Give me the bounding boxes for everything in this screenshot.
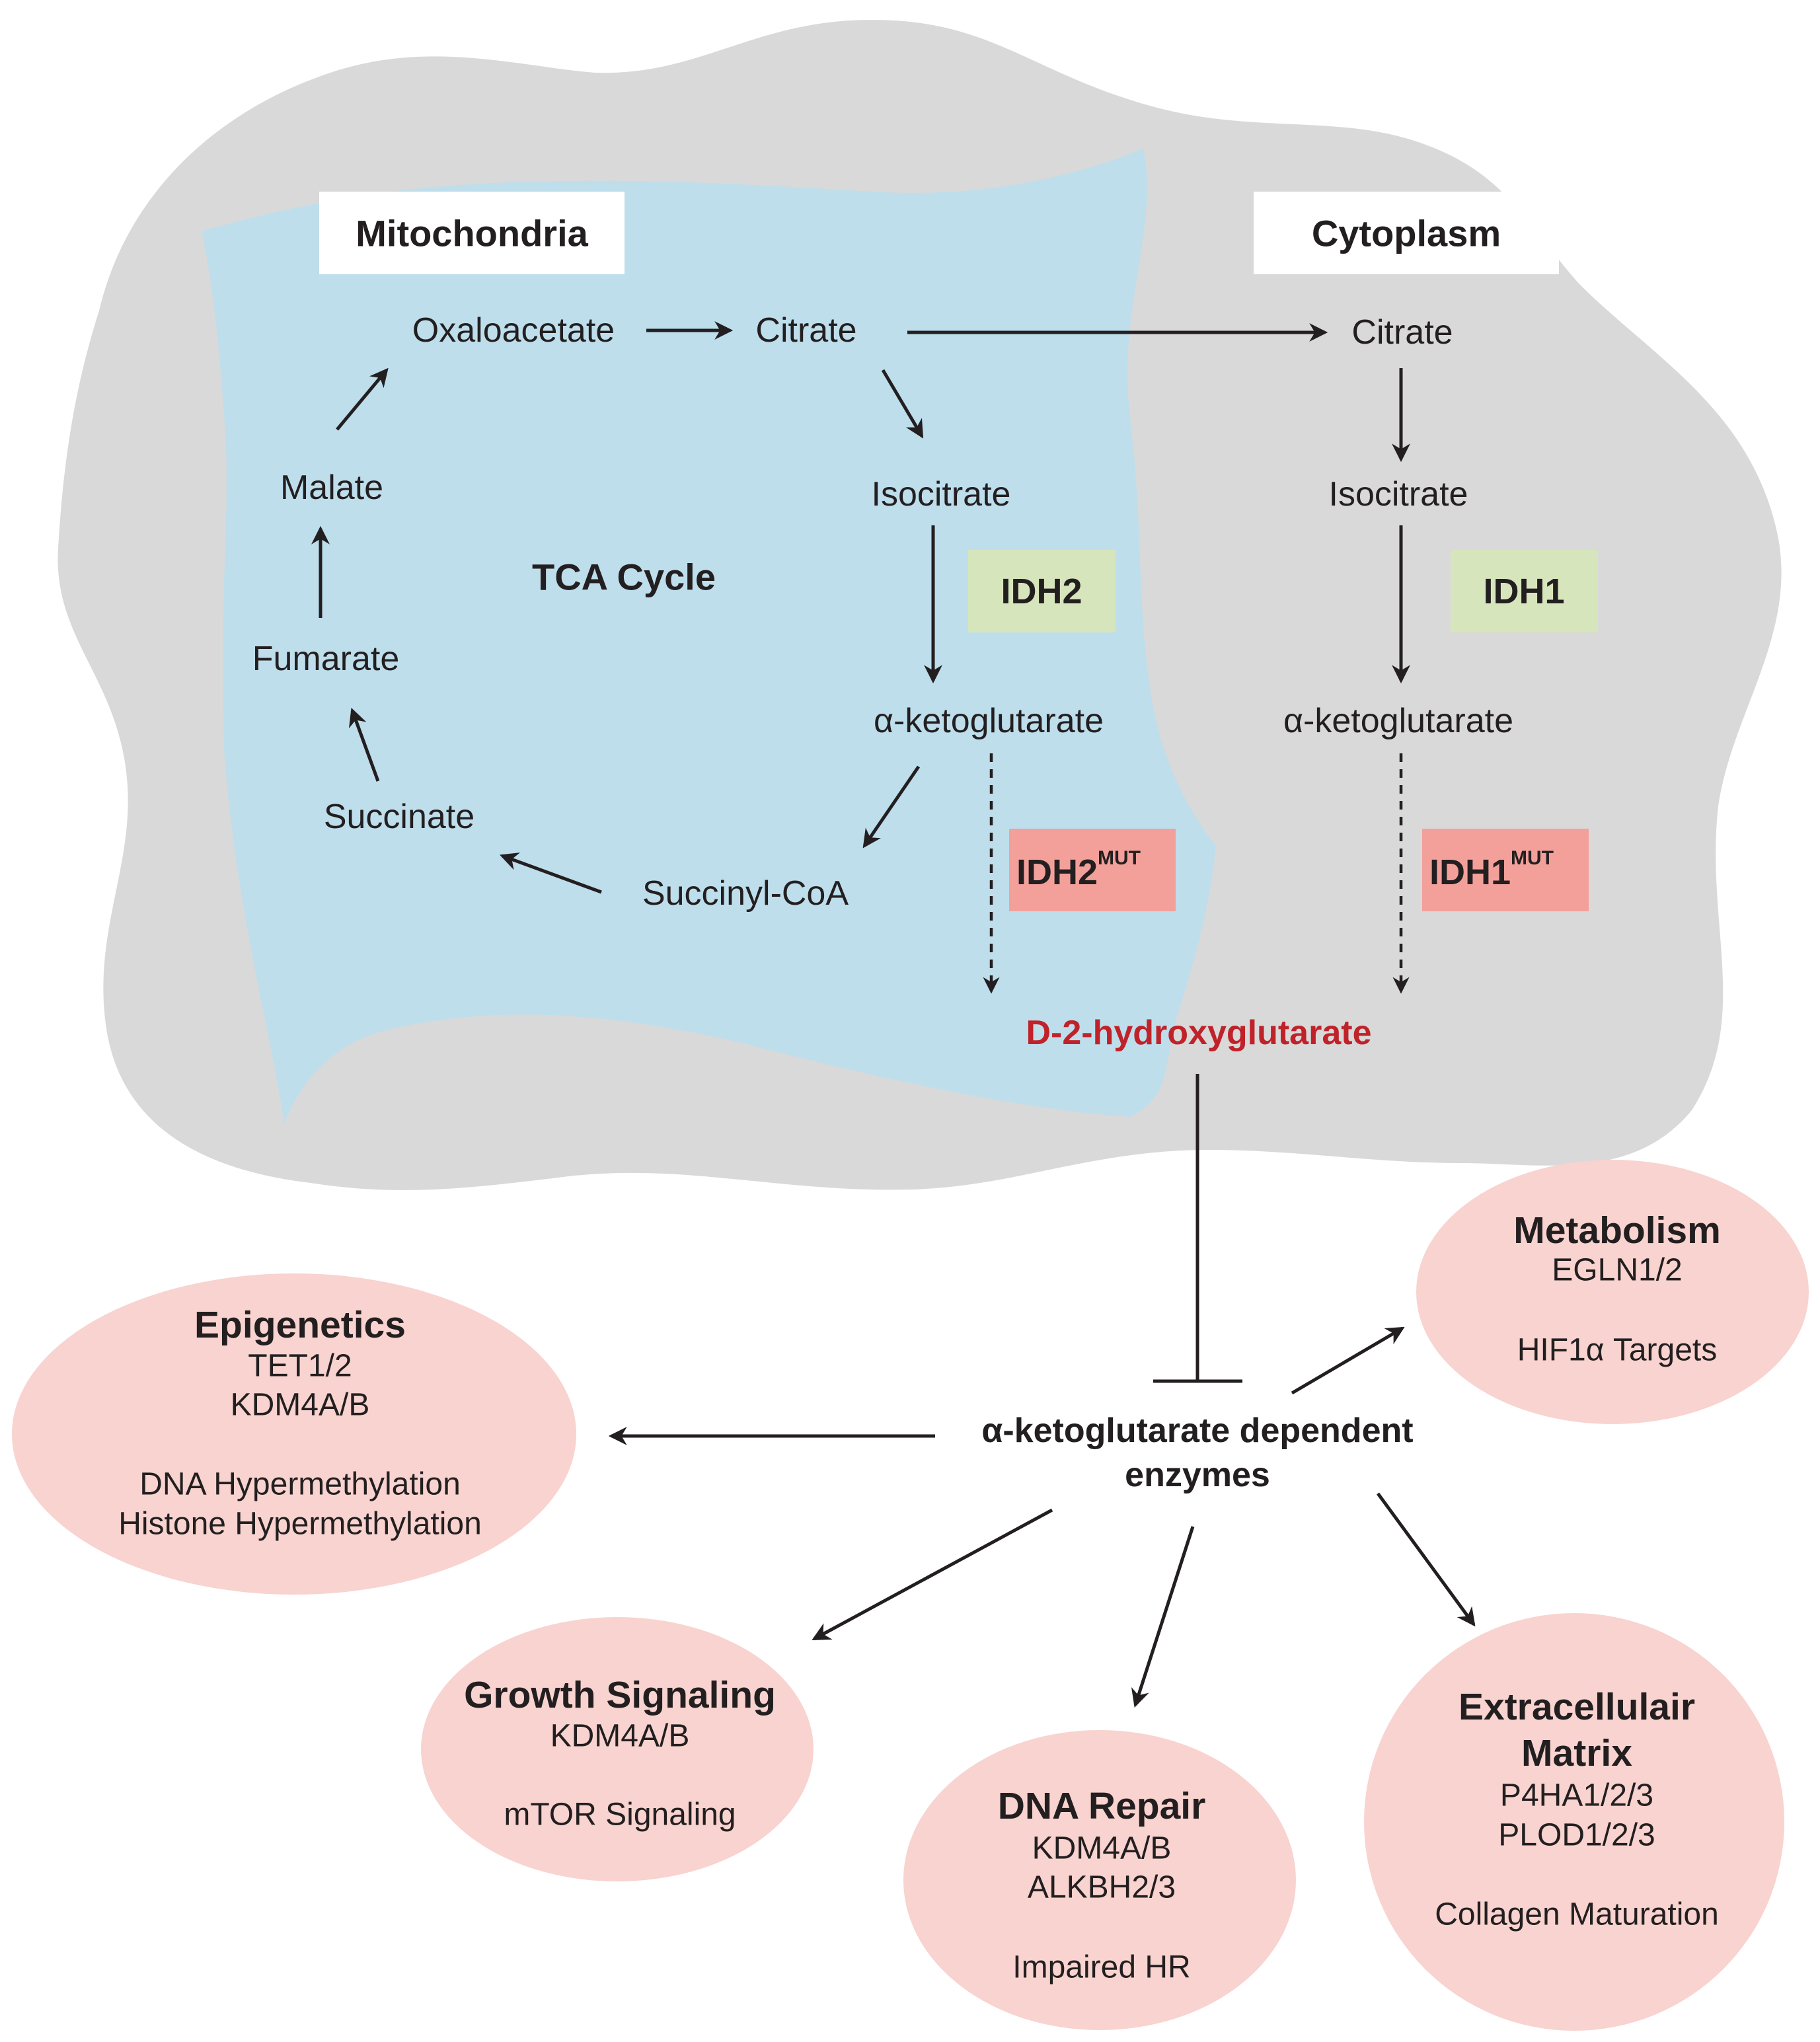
- mito-citrate-label: Citrate: [755, 311, 856, 350]
- ecm-line: PLOD1/2/3: [1498, 1818, 1655, 1853]
- ecm-line: P4HA1/2/3: [1500, 1778, 1653, 1813]
- idh1-mut-superscript: MUT: [1511, 847, 1554, 869]
- epigenetics-node: [12, 1273, 576, 1595]
- growth-signaling-line: mTOR Signaling: [504, 1797, 736, 1833]
- idh1-label: IDH1: [1483, 572, 1564, 611]
- dna-repair-line: Impaired HR: [1012, 1950, 1190, 1985]
- hub-to-metabolism-arrow: [1291, 1326, 1405, 1395]
- idh2-mut-name: IDH2: [1016, 852, 1098, 892]
- idh2-box: [968, 550, 1116, 632]
- dna-repair-line: KDM4A/B: [1032, 1831, 1172, 1866]
- idh1-mut-name: IDH1: [1429, 852, 1511, 892]
- epigenetics-line: KDM4A/B: [231, 1388, 370, 1423]
- akg-to-succinyl-coa-arrow: [862, 765, 921, 849]
- epigenetics-title: Epigenetics: [194, 1304, 406, 1346]
- hub-to-ecm-arrow: [1376, 1492, 1476, 1627]
- metabolism-text: Metabolism EGLN1/2 HIF1α Targets: [1513, 1209, 1721, 1368]
- metabolism-line: EGLN1/2: [1552, 1253, 1682, 1288]
- succinate-label: Succinate: [324, 798, 474, 836]
- growth-signaling-title: Growth Signaling: [464, 1674, 776, 1716]
- mitochondria-background: [202, 149, 1216, 1123]
- d2hg-label: D-2-hydroxyglutarate: [1026, 1014, 1372, 1052]
- cyto-akg-label: α-ketoglutarate: [1283, 702, 1513, 740]
- idh1-mut-box: [1422, 829, 1589, 911]
- malate-label: Malate: [280, 469, 383, 507]
- dna-repair-line: ALKBH2/3: [1028, 1870, 1176, 1905]
- dna-repair-text: DNA Repair KDM4A/B ALKBH2/3 Impaired HR: [998, 1785, 1206, 1985]
- idh2-mut-label: IDH2MUT: [1016, 847, 1141, 893]
- idh2-label: IDH2: [1001, 572, 1082, 611]
- tca-cycle-label: TCA Cycle: [532, 556, 716, 598]
- mito-isocitrate-label: Isocitrate: [872, 475, 1011, 513]
- ecm-text: Extracellulair Matrix P4HA1/2/3 PLOD1/2/…: [1435, 1686, 1719, 1932]
- ecm-title: Extracellulair: [1459, 1686, 1695, 1728]
- epigenetics-line: Histone Hypermethylation: [118, 1507, 482, 1542]
- idh2-mut-box: [1009, 829, 1176, 911]
- cyto-citrate-label: Citrate: [1351, 313, 1453, 352]
- dna-repair-node: [903, 1730, 1296, 2030]
- epigenetics-line: DNA Hypermethylation: [139, 1467, 461, 1502]
- epigenetics-line: TET1/2: [248, 1349, 352, 1384]
- hub-to-dna-repair-arrow: [1131, 1526, 1195, 1708]
- citrate-to-isocitrate-arrow: [881, 369, 924, 439]
- fumarate-label: Fumarate: [252, 640, 400, 678]
- growth-signaling-node: [421, 1617, 814, 1881]
- cytoplasm-label-box: [1254, 192, 1559, 274]
- hub-to-growth-arrow: [812, 1508, 1053, 1641]
- ecm-node: [1364, 1613, 1784, 2031]
- growth-signaling-line: KDM4A/B: [550, 1719, 690, 1754]
- succinyl-coa-to-succinate-arrow: [500, 852, 602, 894]
- oxaloacetate-label: Oxaloacetate: [412, 311, 615, 350]
- idh2-mut-superscript: MUT: [1098, 847, 1141, 869]
- idh1-box: [1451, 550, 1598, 632]
- mito-akg-label: α-ketoglutarate: [874, 702, 1104, 740]
- cyto-isocitrate-label: Isocitrate: [1329, 475, 1468, 513]
- malate-to-oxaloacetate-arrow: [336, 367, 389, 431]
- mitochondria-label-box: [319, 192, 625, 274]
- ecm-title-line2: Matrix: [1521, 1732, 1632, 1774]
- idh1-mut-label: IDH1MUT: [1429, 847, 1554, 893]
- hub-label: α-ketoglutarate dependent: [981, 1412, 1413, 1450]
- dna-repair-title: DNA Repair: [998, 1785, 1206, 1827]
- hub-label-line2: enzymes: [1125, 1456, 1270, 1494]
- metabolism-line: HIF1α Targets: [1517, 1333, 1718, 1368]
- metabolism-title: Metabolism: [1513, 1209, 1721, 1252]
- mitochondria-label: Mitochondria: [356, 213, 588, 254]
- succinate-to-fumarate-arrow: [348, 708, 380, 782]
- epigenetics-text: Epigenetics TET1/2 KDM4A/B DNA Hypermeth…: [118, 1304, 482, 1542]
- metabolism-node: [1416, 1160, 1809, 1424]
- ecm-line: Collagen Maturation: [1435, 1897, 1719, 1932]
- cytoplasm-label: Cytoplasm: [1312, 213, 1501, 254]
- succinyl-coa-label: Succinyl-CoA: [642, 874, 849, 913]
- growth-signaling-text: Growth Signaling KDM4A/B mTOR Signaling: [464, 1674, 776, 1833]
